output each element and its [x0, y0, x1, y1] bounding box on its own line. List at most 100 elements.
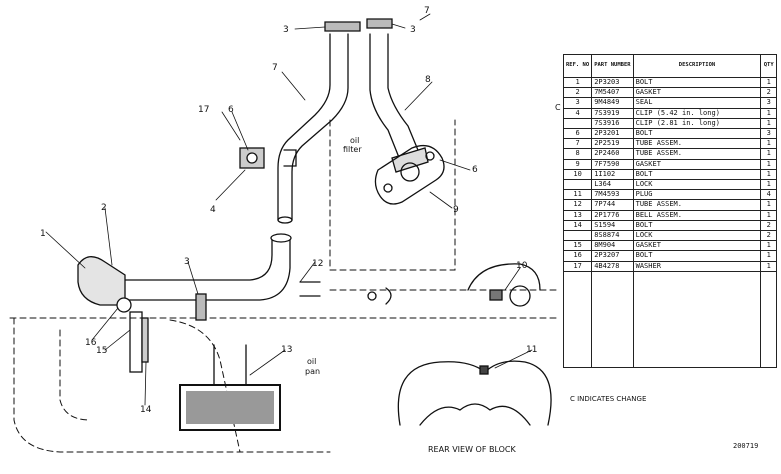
exploded-parts-diagram: 3 3 7 7 8 6 9 17 6 4 1 2 3 12 10 11 16 1…: [9, 6, 560, 454]
tube-assembly-7: [277, 33, 349, 224]
cell-ref: 8: [562, 148, 593, 160]
cell-desc: BOLT: [632, 219, 762, 232]
cell-ref: 12: [562, 199, 593, 211]
cell-ref: 16: [562, 250, 593, 262]
cell-desc: BOLT: [632, 128, 762, 140]
callout-17: 17: [198, 105, 209, 115]
cell-qty: 4: [760, 189, 777, 201]
engine-block-outline: [9, 119, 560, 453]
cell-qty: 1: [760, 199, 777, 211]
cell-ref: 3: [562, 97, 593, 109]
empty-cell: [760, 270, 777, 368]
cell-ref: 2: [562, 87, 593, 99]
cell-ref: 9: [562, 158, 593, 170]
tube-assembly-8: [369, 33, 429, 173]
change-marker: C: [555, 103, 561, 112]
cell-ref: 11: [562, 189, 593, 201]
header-qty: QTY: [760, 54, 777, 78]
callout-11: 11: [526, 345, 537, 355]
table-header-row: REF. NO PART NUMBER DESCRIPTION QTY: [562, 54, 777, 78]
view-caption: REAR VIEW OF BLOCK: [428, 445, 517, 454]
cell-pn: 2P2519: [591, 138, 634, 150]
callout-10: 10: [516, 261, 528, 271]
cell-pn: 1I102: [591, 168, 634, 181]
cell-qty: 1: [760, 76, 777, 89]
cell-desc: CLIP (5.42 in. long): [632, 107, 762, 119]
callout-15: 15: [96, 346, 107, 356]
callout-8: 8: [425, 75, 431, 85]
callout-9: 9: [453, 205, 459, 215]
cell-desc: CLIP (2.81 in. long): [632, 117, 762, 130]
callout-14: 14: [140, 405, 152, 415]
cell-qty: 2: [760, 230, 777, 242]
cell-desc: GASKET: [632, 240, 762, 252]
cell-pn: 4B4278: [591, 260, 634, 272]
cell-qty: 1: [760, 107, 777, 119]
callout-4: 4: [210, 205, 216, 215]
cell-desc: BOLT: [632, 76, 762, 89]
cell-qty: 1: [760, 138, 777, 150]
leader-lines: [45, 13, 533, 406]
cell-pn: S1594: [591, 219, 634, 232]
cell-ref: 15: [562, 240, 593, 252]
cell-qty: 1: [760, 250, 777, 262]
cell-pn: 7F7590: [591, 158, 634, 170]
oil-pan-note: oil: [307, 357, 316, 366]
cell-desc: WASHER: [632, 260, 762, 272]
oil-filter-note: oil: [350, 136, 359, 145]
cell-desc: GASKET: [632, 87, 762, 99]
cell-qty: 2: [760, 219, 777, 232]
callout-12: 12: [312, 259, 323, 269]
cell-desc: LOCK: [632, 179, 762, 191]
callout-3: 3: [184, 257, 190, 267]
header-description: DESCRIPTION: [632, 54, 762, 78]
cell-desc: TUBE ASSEM.: [632, 148, 762, 160]
cell-pn: 2P3203: [591, 76, 634, 89]
cell-ref: 7: [562, 138, 593, 150]
figure-number: 200719: [733, 442, 759, 450]
cell-qty: 1: [760, 158, 777, 170]
clip-4: [239, 147, 297, 169]
cell-ref: 17: [562, 260, 593, 272]
cell-pn: 7P744: [591, 199, 634, 211]
tube-assembly-12: [119, 233, 321, 301]
cell-pn: 7M5407: [591, 87, 634, 99]
callout-13: 13: [281, 345, 292, 355]
cell-pn: 2P1776: [591, 209, 634, 221]
table-empty-space: [562, 270, 777, 368]
change-legend-note: C INDICATES CHANGE: [570, 395, 647, 403]
cell-pn: 7M4593: [591, 189, 634, 201]
bracket-15: [129, 311, 149, 373]
callout-6: 6: [472, 165, 478, 175]
seal-3-lower: [195, 293, 207, 321]
cell-pn: 9M4849: [591, 97, 634, 109]
cell-desc: PLUG: [632, 189, 762, 201]
bell-assembly-13: [179, 344, 281, 431]
callout-3: 3: [410, 25, 416, 35]
header-ref-no: REF. NO: [562, 54, 593, 78]
cell-pn: 2P2460: [591, 148, 634, 160]
cell-desc: TUBE ASSEM.: [632, 199, 762, 211]
bolt-lock-10: [467, 263, 541, 307]
cell-ref: [562, 179, 593, 191]
callout-6: 6: [228, 105, 234, 115]
cell-desc: BOLT: [632, 168, 762, 181]
cell-ref: 1: [562, 76, 593, 89]
cell-desc: TUBE ASSEM.: [632, 138, 762, 150]
empty-cell: [632, 270, 762, 368]
cell-qty: 1: [760, 168, 777, 181]
cell-pn: 2P3207: [591, 250, 634, 262]
oil-pan-note-line2: pan: [305, 367, 320, 376]
cell-qty: 1: [760, 117, 777, 130]
